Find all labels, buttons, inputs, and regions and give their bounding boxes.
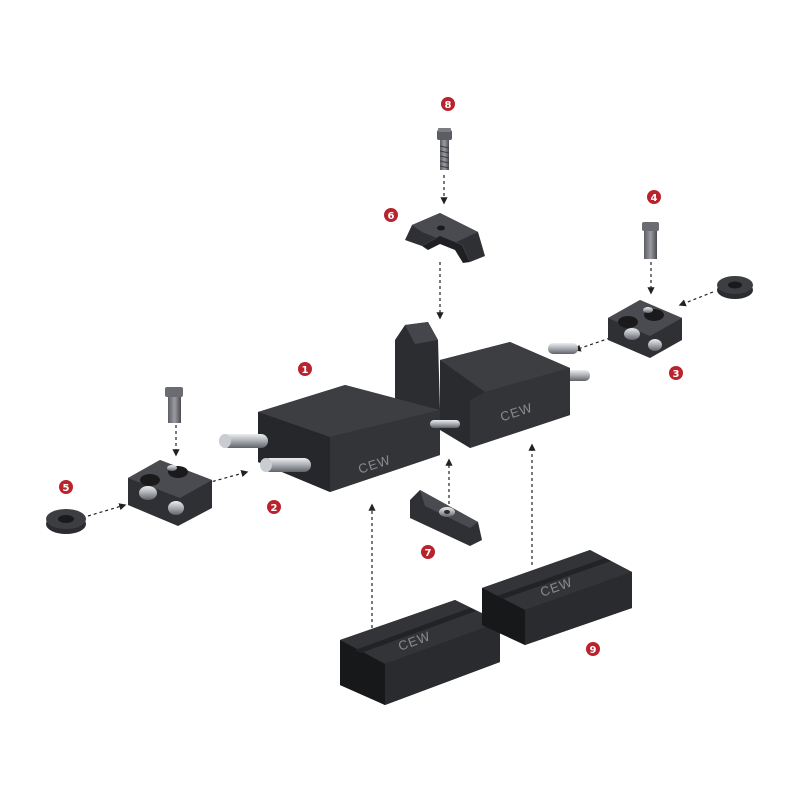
- arrow-3-to-1: [573, 337, 611, 352]
- callout-5-label: 5: [63, 483, 70, 494]
- callout-4-label: 4: [651, 193, 658, 204]
- bolt-8: [437, 128, 452, 170]
- bolt-left: [165, 387, 183, 423]
- callout-9-label: 9: [590, 645, 597, 656]
- callout-2-label: 2: [271, 503, 278, 514]
- callout-5: 5: [59, 480, 73, 494]
- clamp-pad-9-left: CEW: [340, 600, 500, 705]
- callout-3: 3: [669, 366, 683, 380]
- callout-7-label: 7: [425, 548, 432, 559]
- callout-2: 2: [267, 500, 281, 514]
- callout-8-label: 8: [445, 100, 452, 111]
- callout-1: 1: [298, 362, 312, 376]
- callout-3-label: 3: [673, 369, 680, 380]
- callout-6: 6: [384, 208, 398, 222]
- clamp-pad-9-right: CEW: [482, 550, 632, 645]
- callout-8: 8: [441, 97, 455, 111]
- callout-6-label: 6: [388, 211, 395, 222]
- assembly-arrows: [87, 175, 714, 628]
- callout-7: 7: [421, 545, 435, 559]
- callout-1-label: 1: [302, 365, 309, 376]
- washer-right: [717, 276, 753, 299]
- bolt-4: [642, 222, 659, 259]
- connector-block-2: [128, 460, 212, 526]
- main-body-1: CEW CEW: [219, 322, 590, 492]
- washer-5: [46, 509, 86, 534]
- saddle-clamp-6: [405, 213, 485, 263]
- connector-block-3: [608, 300, 682, 358]
- callout-4: 4: [647, 190, 661, 204]
- callout-9: 9: [586, 642, 600, 656]
- arrow-5-to-2: [87, 503, 127, 517]
- arrow-washer-to-3: [678, 291, 714, 307]
- arrow-2-to-1: [206, 470, 249, 484]
- lower-clamp-7: [410, 490, 482, 546]
